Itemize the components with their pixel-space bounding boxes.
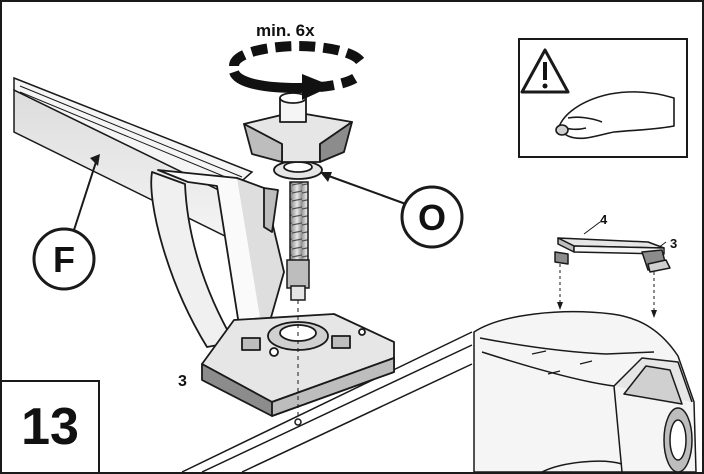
car <box>473 311 697 472</box>
rotation-label: min. 6x <box>256 21 315 40</box>
mount-guide-lines <box>559 264 655 314</box>
rotation-arrow-icon <box>229 40 367 100</box>
part-label-foot: 3 <box>178 373 187 390</box>
star-knob <box>243 92 353 163</box>
hand-icon <box>555 91 675 140</box>
ring-washer <box>273 160 323 180</box>
tension-bolt <box>286 181 310 426</box>
part-label-bar-small: 4 <box>600 212 608 227</box>
warning-triangle-icon <box>520 48 570 94</box>
callout-f-label: F <box>53 239 75 280</box>
part-label-foot-small: 3 <box>670 236 677 251</box>
warning-box <box>518 38 688 158</box>
step-number: 13 <box>21 398 79 456</box>
callout-f: F <box>32 154 100 291</box>
callout-o-label: O <box>418 197 446 238</box>
mini-roof-bar <box>554 237 671 273</box>
clamp-bracket <box>150 169 285 348</box>
step-number-box: 13 <box>2 380 100 472</box>
load-bar <box>13 76 254 239</box>
callout-o: O <box>320 172 464 249</box>
